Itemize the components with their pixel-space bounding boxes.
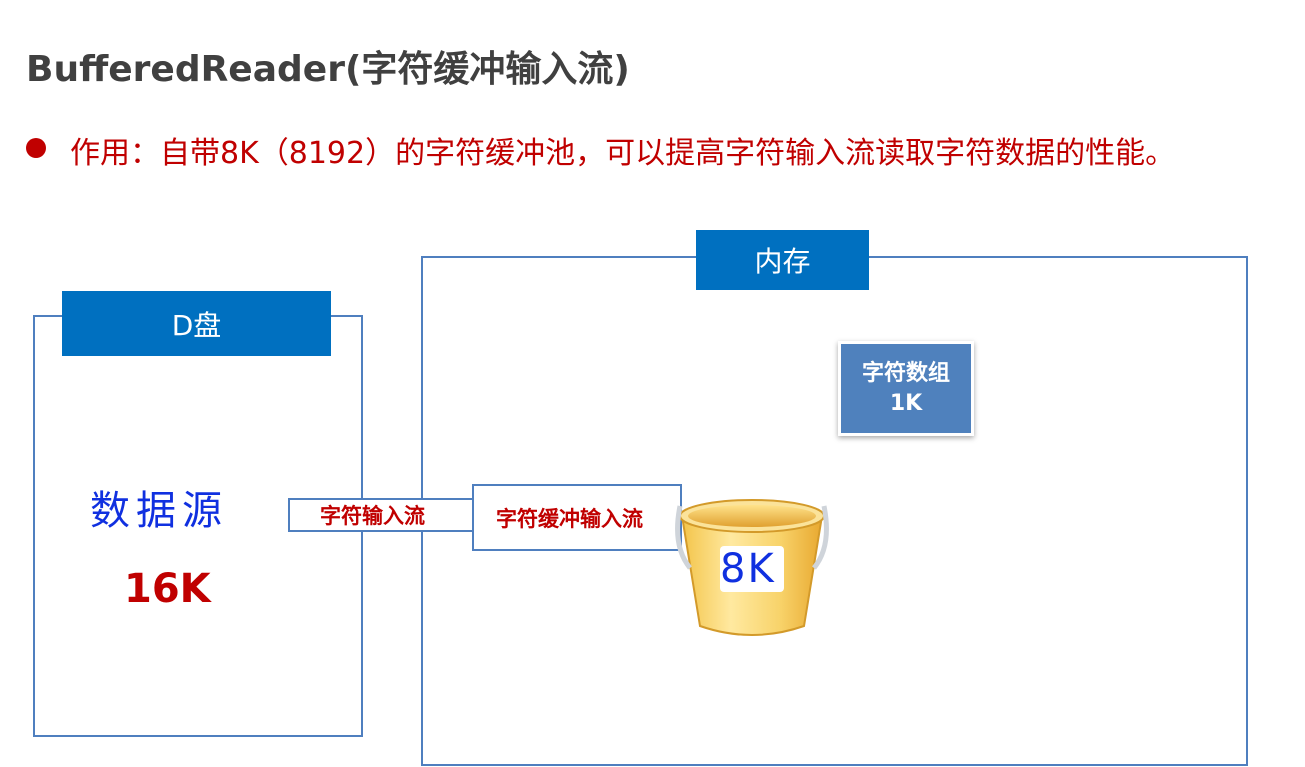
bucket-label: 8K <box>720 546 776 592</box>
data-source-size: 16K <box>124 566 211 612</box>
description-text: 作用：自带8K（8192）的字符缓冲池，可以提高字符输入流读取字符数据的性能。 <box>70 136 1176 171</box>
bucket-icon <box>675 499 829 636</box>
char-input-stream-label: 字符输入流 <box>320 504 425 528</box>
char-input-stream: 字符输入流 <box>288 498 474 532</box>
char-array-size: 1K <box>889 390 923 416</box>
char-array-box: 字符数组 1K <box>838 341 974 436</box>
data-source-label: 数据源 <box>90 488 228 534</box>
disk-label: D盘 <box>62 291 331 356</box>
char-array-label: 字符数组 <box>861 360 950 386</box>
buffered-input-stream-label: 字符缓冲输入流 <box>496 506 643 531</box>
memory-label: 内存 <box>696 230 869 290</box>
slide-title: BufferedReader(字符缓冲输入流) <box>26 49 630 90</box>
bullet-icon <box>26 138 46 158</box>
buffered-input-stream: 字符缓冲输入流 <box>472 484 682 551</box>
